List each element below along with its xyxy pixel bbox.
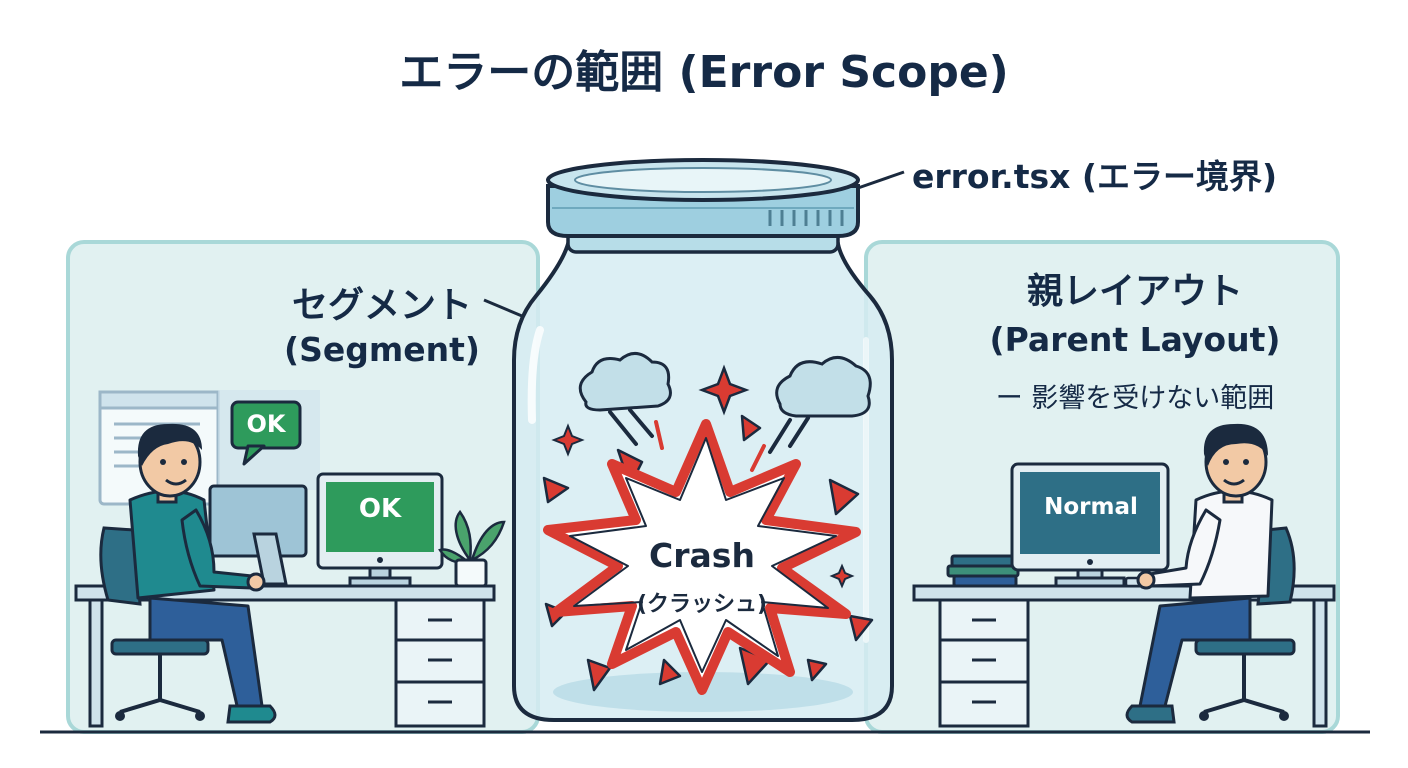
- normal-screen-text: Normal: [1044, 494, 1138, 520]
- crash-burst: [543, 419, 861, 695]
- ok-screen-text: OK: [358, 494, 402, 524]
- segment-leader-line: [483, 298, 523, 318]
- ok-monitor: [316, 472, 444, 588]
- page-title: エラーの範囲 (Error Scope): [399, 47, 1009, 98]
- error-boundary-label: error.tsx (エラー境界): [912, 157, 1278, 196]
- segment-worker: [99, 423, 277, 724]
- normal-monitor: [1010, 462, 1170, 588]
- cloud-icon: [768, 356, 872, 454]
- sparkle-icon: [829, 563, 855, 589]
- sparkle-icon: [551, 423, 585, 457]
- parent-label-en: (Parent Layout): [989, 320, 1281, 359]
- parent-worker: [1125, 423, 1296, 724]
- parent-label-ja: 親レイアウト: [1026, 271, 1243, 312]
- cloud-icon: [578, 352, 672, 446]
- parent-note: ー 影響を受けない範囲: [995, 383, 1275, 414]
- segment-label-en: (Segment): [284, 330, 480, 369]
- ok-speech-bubble: [230, 400, 302, 466]
- segment-label-ja: セグメント: [291, 285, 472, 326]
- crash-label-en: Crash: [649, 536, 755, 575]
- lid-leader-line: [857, 170, 905, 190]
- book-stack: [946, 554, 1020, 588]
- ok-bubble-text: OK: [246, 410, 286, 438]
- segment-desk: [74, 584, 496, 728]
- plant-icon: [438, 509, 506, 588]
- jar-lid: [546, 158, 860, 238]
- sparkle-icon: [698, 364, 750, 416]
- crash-label-ja: (クラッシュ): [636, 592, 768, 617]
